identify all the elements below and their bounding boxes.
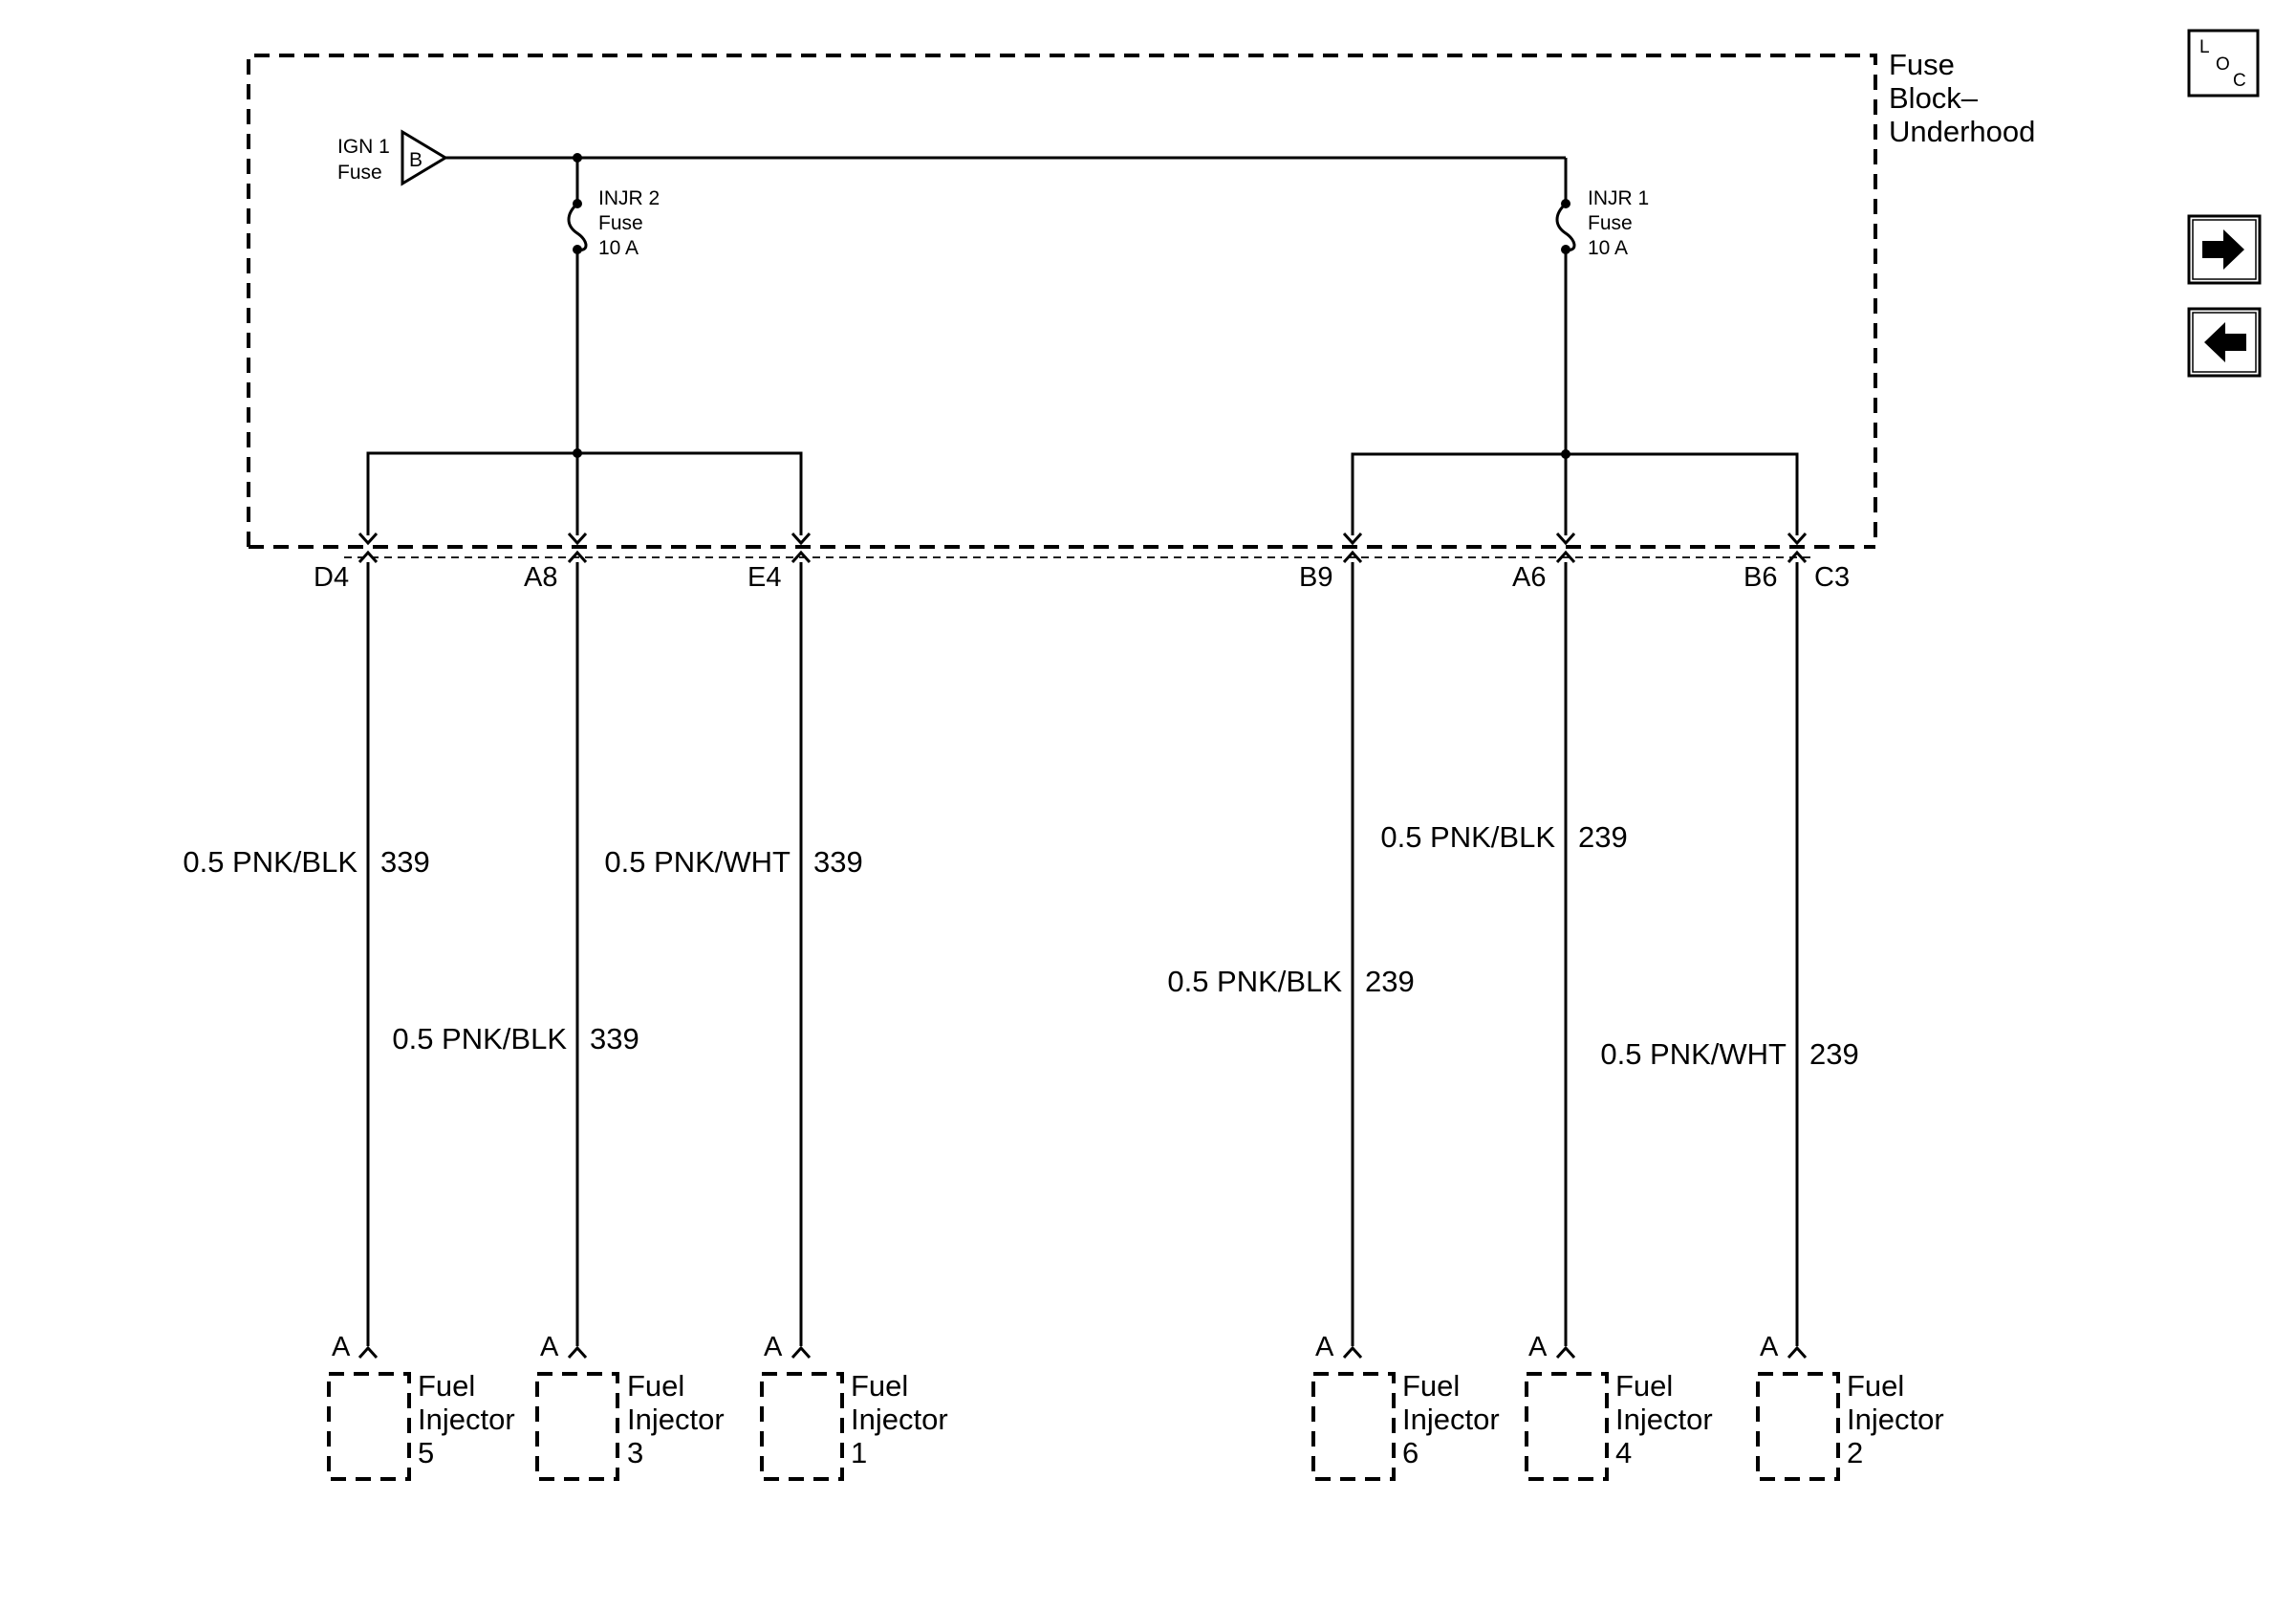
injector-5-box bbox=[327, 1372, 411, 1481]
wire-label-e4-color: 0.5 PNK/WHT bbox=[604, 845, 791, 879]
injector-2-box bbox=[1756, 1372, 1840, 1481]
wire-label-b9-color: 0.5 PNK/BLK bbox=[1167, 965, 1342, 998]
ign-fuse-connector-symbol bbox=[401, 129, 448, 186]
injector-6-box bbox=[1311, 1372, 1396, 1481]
injector-5-label-1: Fuel bbox=[418, 1369, 475, 1403]
fuse-block-label-2: Block– bbox=[1889, 81, 1979, 115]
fuel-injector-5: A Fuel Injector 5 bbox=[327, 1332, 515, 1481]
injector-1-pin: A bbox=[764, 1332, 783, 1362]
injector-1-number: 1 bbox=[851, 1436, 867, 1469]
injr2-fuse-label-1: INJR 2 bbox=[598, 187, 660, 209]
forward-button[interactable] bbox=[2187, 214, 2262, 285]
ign-fuse-connector-label: B bbox=[409, 149, 422, 171]
injr1-fuse-label-3: 10 A bbox=[1588, 237, 1628, 259]
pin-b6c3-symbol bbox=[1787, 532, 1808, 564]
pin-a8-symbol bbox=[567, 532, 588, 564]
injector-3-pin: A bbox=[540, 1332, 559, 1362]
injector-2-label-1: Fuel bbox=[1847, 1369, 1904, 1403]
injr1-fuse-label-2: Fuse bbox=[1588, 212, 1633, 234]
injector-1-label-1: Fuel bbox=[851, 1369, 908, 1403]
injector-3-box bbox=[535, 1372, 619, 1481]
pin-label-e4: E4 bbox=[747, 562, 781, 593]
pin-label-b9: B9 bbox=[1299, 562, 1332, 593]
injector-5-pin: A bbox=[332, 1332, 351, 1362]
wire-label-b9-circuit: 239 bbox=[1365, 965, 1415, 998]
ign-fuse-label-2: Fuse bbox=[337, 162, 382, 184]
fuel-injector-1: A Fuel Injector 1 bbox=[760, 1332, 948, 1481]
injector-4-box bbox=[1525, 1372, 1609, 1481]
injr2-distribution bbox=[366, 451, 803, 535]
wire-label-a8-color: 0.5 PNK/BLK bbox=[392, 1022, 567, 1055]
pin-d4-symbol bbox=[357, 532, 379, 564]
injector-4-label-1: Fuel bbox=[1615, 1369, 1673, 1403]
injector-2-label-2: Injector bbox=[1847, 1403, 1944, 1436]
fuel-injector-4: A Fuel Injector 4 bbox=[1525, 1332, 1713, 1481]
injector-1-label-2: Injector bbox=[851, 1403, 948, 1436]
injector-5-label-2: Injector bbox=[418, 1403, 515, 1436]
pin-e4-symbol bbox=[791, 532, 812, 564]
wire-label-b6c3-color: 0.5 PNK/WHT bbox=[1600, 1037, 1787, 1071]
injr1-fuse-symbol bbox=[1555, 202, 1576, 251]
injector-6-label-1: Fuel bbox=[1402, 1369, 1460, 1403]
fuel-injector-2: A Fuel Injector 2 bbox=[1756, 1332, 1944, 1481]
fuse-block-outline bbox=[247, 54, 1877, 547]
fuel-injector-3: A Fuel Injector 3 bbox=[535, 1332, 725, 1481]
injector-2-number: 2 bbox=[1847, 1436, 1863, 1469]
wire-label-a6-circuit: 239 bbox=[1578, 820, 1628, 854]
fuse-block-label-1: Fuse bbox=[1889, 48, 1955, 81]
pin-a6-symbol bbox=[1555, 532, 1576, 564]
loc-letter-l: L bbox=[2199, 37, 2210, 57]
wire-label-e4-circuit: 339 bbox=[813, 845, 863, 879]
wire-label-a8-circuit: 339 bbox=[590, 1022, 639, 1055]
pin-b9-symbol bbox=[1342, 532, 1363, 564]
injector-3-label-2: Injector bbox=[627, 1403, 725, 1436]
loc-letter-c: C bbox=[2233, 71, 2246, 91]
pin-label-c3: C3 bbox=[1814, 562, 1850, 593]
injector-4-label-2: Injector bbox=[1615, 1403, 1713, 1436]
ign-fuse-label-1: IGN 1 bbox=[337, 136, 390, 158]
injector-3-label-1: Fuel bbox=[627, 1369, 684, 1403]
pin-label-d4: D4 bbox=[314, 562, 349, 593]
wire-label-d4-color: 0.5 PNK/BLK bbox=[183, 845, 357, 879]
injr2-fuse-label-2: Fuse bbox=[598, 212, 643, 234]
injr1-fuse-label-1: INJR 1 bbox=[1588, 187, 1649, 209]
injector-4-number: 4 bbox=[1615, 1436, 1632, 1469]
injector-4-pin: A bbox=[1528, 1332, 1548, 1362]
wire-label-b6c3-circuit: 239 bbox=[1809, 1037, 1859, 1071]
injector-3-number: 3 bbox=[627, 1436, 643, 1469]
arrow-right-icon bbox=[2202, 229, 2244, 270]
injector-2-pin: A bbox=[1760, 1332, 1779, 1362]
arrow-left-icon bbox=[2204, 322, 2246, 362]
pin-label-b6: B6 bbox=[1744, 562, 1777, 593]
injr1-distribution bbox=[1351, 452, 1799, 535]
pin-label-a6: A6 bbox=[1512, 562, 1546, 593]
wire-label-a6-color: 0.5 PNK/BLK bbox=[1380, 820, 1555, 854]
loc-letter-o: O bbox=[2216, 54, 2230, 75]
loc-button[interactable]: L O C bbox=[2187, 29, 2260, 98]
back-button[interactable] bbox=[2187, 307, 2262, 378]
wire-label-d4-circuit: 339 bbox=[380, 845, 430, 879]
fuel-injector-6: A Fuel Injector 6 bbox=[1311, 1332, 1500, 1481]
pin-label-a8: A8 bbox=[524, 562, 557, 593]
injr2-fuse-symbol bbox=[567, 202, 588, 251]
injector-1-box bbox=[760, 1372, 844, 1481]
injector-5-number: 5 bbox=[418, 1436, 434, 1469]
injector-6-label-2: Injector bbox=[1402, 1403, 1500, 1436]
injector-6-pin: A bbox=[1315, 1332, 1334, 1362]
injector-6-number: 6 bbox=[1402, 1436, 1419, 1469]
fuse-block-label-3: Underhood bbox=[1889, 115, 2035, 148]
injr2-fuse-label-3: 10 A bbox=[598, 237, 639, 259]
